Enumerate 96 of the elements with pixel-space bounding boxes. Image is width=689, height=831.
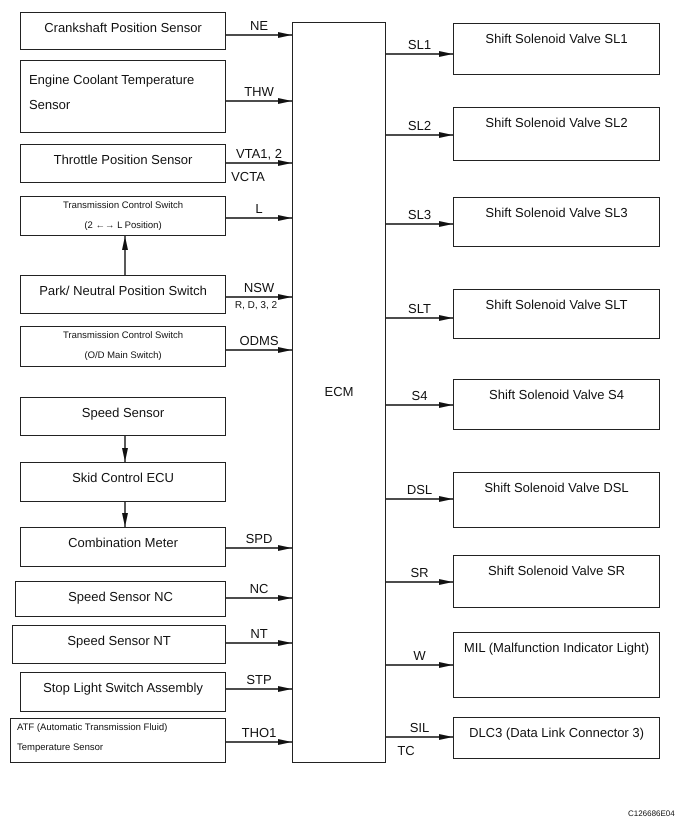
component-box <box>20 60 226 133</box>
box-label: ECM <box>324 384 354 401</box>
box-label: Transmission Control Switch <box>62 200 184 212</box>
signal-label: SL3 <box>406 208 432 221</box>
component-box <box>10 718 226 763</box>
component-box <box>15 581 226 617</box>
box-label: Shift Solenoid Valve SR <box>488 563 626 580</box>
component-box <box>20 527 226 567</box>
signal-label: SL1 <box>406 38 432 51</box>
box-label: Shift Solenoid Valve SLT <box>486 297 628 314</box>
arrow <box>226 32 292 38</box>
signal-label: SR <box>409 566 430 579</box>
box-label: Combination Meter <box>68 535 178 552</box>
box-label: Shift Solenoid Valve S4 <box>489 387 624 404</box>
component-box <box>12 625 226 664</box>
component-box <box>20 275 226 314</box>
component-box <box>453 107 660 161</box>
box-label: Shift Solenoid Valve SL3 <box>485 205 628 222</box>
box-label: Speed Sensor NC <box>68 589 173 606</box>
signal-label: NSW <box>242 281 276 294</box>
arrow <box>386 496 453 502</box>
box-label: (O/D Main Switch) <box>84 350 162 362</box>
arrow <box>386 51 453 57</box>
arrow <box>122 502 128 527</box>
arrow <box>386 579 453 585</box>
arrow <box>226 294 292 300</box>
component-box <box>20 672 226 712</box>
arrow <box>386 221 453 227</box>
arrow <box>226 545 292 551</box>
signal-label: SIL <box>408 721 430 734</box>
box-label: Shift Solenoid Valve SL2 <box>485 115 628 132</box>
box-label: Throttle Position Sensor <box>54 152 192 168</box>
component-box <box>453 197 660 247</box>
box-label: Engine Coolant Temperature Sensor <box>29 71 196 114</box>
signal-label: VTA1, 2 <box>235 147 283 160</box>
arrow <box>226 160 292 166</box>
signal-label: NE <box>248 19 270 32</box>
arrow <box>386 662 453 668</box>
signal-label: SPD <box>244 532 274 545</box>
arrow <box>386 132 453 138</box>
arrow <box>386 315 453 321</box>
box-label: Park/ Neutral Position Switch <box>39 283 207 300</box>
arrow <box>226 739 292 745</box>
signal-label: SL2 <box>406 119 432 132</box>
component-box <box>453 23 660 75</box>
control-unit-box <box>292 22 386 763</box>
signal-label: STP <box>245 673 273 686</box>
component-box <box>20 196 226 236</box>
box-label: Transmission Control Switch <box>62 330 184 342</box>
arrow <box>226 347 292 353</box>
box-label: Temperature Sensor <box>17 742 104 754</box>
signal-label: THW <box>243 85 275 98</box>
arrow <box>386 734 453 740</box>
signal-label: NC <box>248 582 270 595</box>
component-box <box>20 12 226 50</box>
box-label: Shift Solenoid Valve SL1 <box>485 31 628 48</box>
arrow <box>386 402 453 408</box>
component-box <box>453 555 660 608</box>
component-box <box>453 717 660 759</box>
arrow <box>226 686 292 692</box>
signal-label: TC <box>397 744 415 757</box>
arrow <box>122 436 128 462</box>
box-label: DLC3 (Data Link Connector 3) <box>469 725 644 742</box>
component-box <box>20 326 226 367</box>
signal-label: S4 <box>410 389 428 402</box>
signal-label: NT <box>249 627 269 640</box>
component-box <box>20 397 226 436</box>
box-label: Skid Control ECU <box>72 470 174 486</box>
signal-label: W <box>412 649 427 662</box>
signal-label: R, D, 3, 2 <box>234 301 278 311</box>
arrow <box>226 215 292 221</box>
box-label: Shift Solenoid Valve DSL <box>484 480 629 496</box>
arrow <box>226 640 292 646</box>
component-box <box>453 472 660 528</box>
component-box <box>453 632 660 698</box>
box-label: Speed Sensor NT <box>67 633 171 650</box>
figure-code: C126686E04 <box>628 810 675 818</box>
box-label: ATF (Automatic Transmission Fluid) <box>17 722 168 734</box>
signal-label: THO1 <box>240 726 278 739</box>
box-label: (2 ←→ L Position) <box>84 220 162 232</box>
signal-label: DSL <box>406 483 434 496</box>
signal-label: ODMS <box>238 334 280 347</box>
arrow <box>226 98 292 104</box>
signal-label: L <box>254 202 264 215</box>
box-label: Speed Sensor <box>82 405 164 422</box>
box-label: MIL (Malfunction Indicator Light) <box>464 640 650 656</box>
box-label: Crankshaft Position Sensor <box>44 20 202 36</box>
component-box <box>453 289 660 339</box>
arrow <box>226 595 292 601</box>
component-box <box>20 462 226 502</box>
component-box <box>453 379 660 430</box>
arrow <box>122 236 128 275</box>
component-box <box>20 144 226 183</box>
signal-label: SLT <box>407 302 432 315</box>
signal-label: VCTA <box>231 170 265 183</box>
box-label: Stop Light Switch Assembly <box>43 680 203 696</box>
